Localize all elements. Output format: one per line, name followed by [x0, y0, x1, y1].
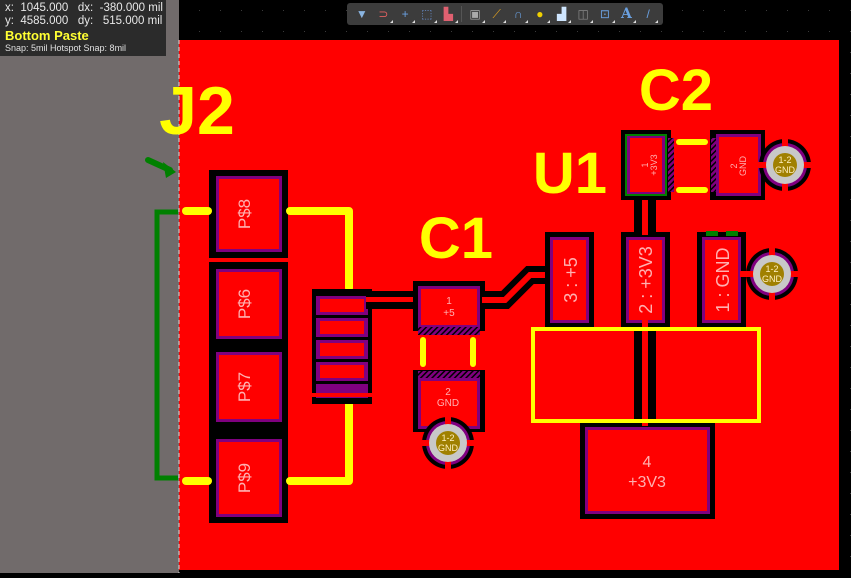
pad-j2-p6[interactable]	[219, 272, 279, 336]
pad-u1-1[interactable]	[705, 240, 738, 320]
pad-c2-2[interactable]	[719, 137, 758, 193]
trace-c1-u1[interactable]	[482, 266, 550, 309]
hud-x-row: x: 1045.000 dx: -380.000 mil	[5, 2, 166, 15]
diff-pair-icon[interactable]: ∩	[507, 4, 529, 24]
active-bar-toolbar: ▼ ⊃ + ⬚ ▙ ▣ ⟋ ∩ ● ▟ ◫ ⊡ A /	[347, 3, 663, 25]
via-label-bottom: GND	[762, 274, 783, 284]
via-label-top: 1-2	[441, 433, 454, 443]
u1-pin2-label: 2 : +3V3	[636, 246, 656, 314]
keepout-icon[interactable]: ◫	[572, 4, 594, 24]
x-label: x:	[5, 2, 14, 14]
hud-y-row: y: 4585.000 dy: 515.000 mil	[5, 15, 166, 28]
toolbar-separator	[461, 6, 463, 22]
c1-pad2-num: 2	[445, 387, 451, 398]
pad-u1-2[interactable]	[629, 240, 662, 320]
designator-c1: C1	[419, 206, 493, 271]
c2-pad1-net: +3V3	[649, 154, 659, 175]
via-c1-gnd[interactable]	[420, 415, 476, 471]
c2-component[interactable]	[621, 130, 765, 200]
dx-value: -380.000 mil	[99, 2, 163, 14]
c2-pad1-num: 1	[640, 162, 650, 167]
trace-to-c1[interactable]	[366, 291, 418, 309]
component-icon[interactable]: ▣	[464, 4, 486, 24]
pad-u1-3[interactable]	[553, 240, 586, 320]
pad-j2-p7[interactable]	[219, 355, 279, 419]
pad-u1-4[interactable]	[588, 430, 707, 511]
polygon-icon[interactable]: ▟	[551, 4, 573, 24]
pad-label-p7: P$7	[235, 372, 254, 402]
dy-label: dy:	[77, 15, 94, 27]
designator-j2: J2	[159, 73, 235, 149]
u1-component[interactable]	[531, 195, 761, 519]
c1-pad1-net: +5	[443, 308, 455, 319]
text-icon[interactable]: A	[616, 4, 638, 24]
select-rect-icon[interactable]: ⬚	[416, 4, 438, 24]
y-value: 4585.000	[20, 15, 69, 27]
pad-j2-p8[interactable]	[219, 179, 279, 249]
via-label-bottom: GND	[775, 165, 796, 175]
via-c2-gnd[interactable]	[755, 137, 815, 193]
crosshair-icon[interactable]: +	[394, 4, 416, 24]
dx-label: dx:	[77, 2, 94, 14]
via-u1-gnd[interactable]	[740, 246, 800, 302]
c2-pad2-net: GND	[738, 156, 748, 177]
via-label-top: 1-2	[778, 155, 791, 165]
align-icon[interactable]: ▙	[438, 4, 460, 24]
dimension-icon[interactable]: ⊡	[594, 4, 616, 24]
pad-c1-1[interactable]	[421, 289, 477, 325]
offboard-area	[0, 0, 179, 573]
u1-pin1-label: 1 : GND	[713, 247, 733, 312]
via-label-top: 1-2	[765, 264, 778, 274]
line-icon[interactable]: /	[637, 4, 659, 24]
y-label: y:	[5, 15, 14, 27]
pad-label-p6: P$6	[235, 289, 254, 319]
current-layer: Bottom Paste	[5, 28, 89, 43]
route-icon[interactable]: ⟋	[486, 4, 508, 24]
c1-component[interactable]	[413, 281, 485, 432]
designator-c2: C2	[639, 58, 713, 123]
pad-label-p8: P$8	[235, 199, 254, 229]
c1-pad2-net: GND	[437, 398, 459, 409]
pad-j2-p9[interactable]	[219, 442, 279, 514]
u1-pin4-num: 4	[643, 454, 652, 471]
c1-pad1-num: 1	[446, 296, 452, 307]
interactive-routing-icon[interactable]: ⊃	[373, 4, 395, 24]
ratsnest-j2	[145, 157, 178, 481]
snap-info: Snap: 5mil Hotspot Snap: 8mil	[5, 43, 127, 53]
via-label-bottom: GND	[438, 443, 459, 453]
pad-label-p9: P$9	[235, 463, 254, 493]
designator-u1: U1	[533, 141, 607, 206]
pad-c2-1[interactable]	[630, 138, 662, 192]
u1-pin3-label: 3 : +5	[561, 257, 581, 303]
filter-icon[interactable]: ▼	[355, 7, 368, 21]
j2-silkscreen	[182, 207, 353, 485]
via-icon[interactable]: ●	[529, 4, 551, 24]
u1-pin4-net: +3V3	[628, 474, 666, 491]
j2-connector[interactable]	[209, 170, 288, 523]
dy-value: 515.000 mil	[102, 15, 163, 27]
small-component[interactable]	[312, 289, 372, 404]
coordinate-hud: x: 1045.000 dx: -380.000 mil y: 4585.000…	[0, 0, 166, 56]
x-value: 1045.000	[20, 2, 69, 14]
c2-pad2-num: 2	[729, 163, 739, 168]
